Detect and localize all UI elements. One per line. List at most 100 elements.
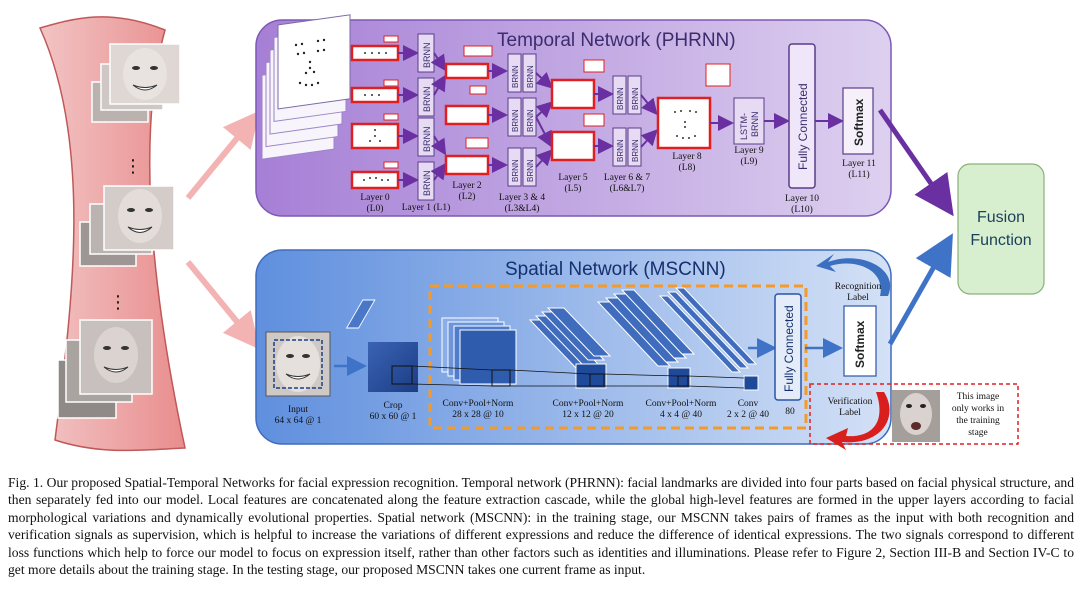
layer8-box: [656, 96, 712, 150]
conv-stack-4-plates: [658, 287, 759, 391]
recognition-arrow: [816, 254, 891, 296]
svg-text:Fully Connected: Fully Connected: [782, 305, 796, 392]
svg-text:BRNN: BRNN: [631, 87, 640, 110]
layer5-boxes: [550, 78, 596, 162]
svg-text:BRNN: BRNN: [422, 42, 432, 68]
label-conv4: Conv: [738, 399, 759, 409]
svg-text:BRNN: BRNN: [750, 111, 760, 137]
svg-text:BRNN: BRNN: [631, 139, 640, 162]
label-l1: Layer 1 (L1): [402, 202, 451, 213]
figure-diagram: ⋮ ⋮ Temporal Network (PHRNN): [38, 14, 1045, 452]
svg-text:Label: Label: [847, 293, 869, 303]
label-l34: Layer 3 & 4: [499, 193, 545, 203]
layer0-arrows: [398, 45, 419, 188]
label-l5: Layer 5: [558, 173, 588, 183]
layer2-arrows: [488, 63, 508, 173]
svg-text:(L9): (L9): [741, 156, 758, 167]
svg-text:28 x 28 @ 10: 28 x 28 @ 10: [452, 410, 504, 420]
label-l11: Layer 11: [842, 159, 876, 169]
face-frames-bottom: [57, 319, 153, 419]
svg-text:4 x 4 @ 40: 4 x 4 @ 40: [660, 410, 702, 420]
label-l9: Layer 9: [734, 146, 764, 156]
label-l67: Layer 6 & 7: [604, 173, 650, 183]
label-input: Input: [288, 405, 308, 415]
svg-text:Softmax: Softmax: [852, 98, 866, 146]
svg-text:Fully Connected: Fully Connected: [796, 83, 810, 170]
svg-text:12 x 12 @ 20: 12 x 12 @ 20: [562, 410, 614, 420]
svg-text:2 x 2 @ 40: 2 x 2 @ 40: [727, 410, 769, 420]
svg-text:Softmax: Softmax: [853, 320, 867, 368]
temporal-fc-block: [788, 43, 816, 189]
spatial-network-panel: Spatial Network (MSCNN) Crop 60 x 60 @ 1…: [255, 249, 892, 445]
svg-text:BRNN: BRNN: [526, 109, 535, 132]
arrow-to-spatial: [185, 260, 260, 350]
svg-text:Label: Label: [839, 408, 861, 418]
verification-box: Verification Label This image only works…: [809, 383, 1019, 450]
layer2-small-boxes: [463, 45, 493, 149]
ellipsis-1: ⋮: [124, 156, 142, 177]
temporal-title: Temporal Network (PHRNN): [497, 30, 736, 51]
arrow-to-temporal: [185, 110, 260, 200]
svg-text:LSTM-: LSTM-: [739, 113, 749, 140]
temporal-network-panel: Temporal Network (PHRNN): [255, 14, 892, 217]
conv-stack-3-plates: [596, 289, 696, 389]
svg-text:(L8): (L8): [679, 162, 696, 173]
spatial-softmax-block: [843, 305, 877, 377]
training-note: This image: [957, 392, 999, 402]
landmark-frames-stack: [261, 14, 351, 160]
label-conv2: Conv+Pool+Norm: [553, 399, 624, 409]
verification-arrow: [826, 392, 890, 450]
svg-text:stage: stage: [968, 428, 988, 438]
spatial-input-face: [265, 331, 331, 397]
label-verification: Verification: [828, 396, 873, 407]
svg-text:Function: Function: [970, 232, 1031, 249]
face-frames-middle: [79, 185, 175, 267]
ellipsis-2: ⋮: [109, 292, 127, 313]
svg-text:(L5): (L5): [565, 183, 582, 194]
svg-text:64 x 64 @ 1: 64 x 64 @ 1: [275, 416, 322, 426]
svg-text:BRNN: BRNN: [511, 159, 520, 182]
svg-text:BRNN: BRNN: [511, 65, 520, 88]
svg-text:only works in: only works in: [952, 404, 1005, 414]
conv-stack-2: [345, 299, 376, 329]
svg-text:(L11): (L11): [848, 169, 869, 180]
layer1-arrows: [430, 52, 447, 181]
label-crop: Crop: [384, 401, 403, 411]
spatial-title: Spatial Network (MSCNN): [505, 259, 726, 280]
receptive-field-lines: [411, 365, 745, 389]
layer67-brnn-blocks: [612, 75, 642, 167]
face-frames-top: [91, 43, 181, 123]
svg-text:(L2): (L2): [459, 191, 476, 202]
label-l2: Layer 2: [452, 181, 482, 191]
label-l8: Layer 8: [672, 152, 702, 162]
svg-text:60 x 60 @ 1: 60 x 60 @ 1: [370, 412, 417, 422]
spatial-fc-block: [774, 293, 802, 401]
svg-text:BRNN: BRNN: [422, 126, 432, 152]
arrow-temporal-to-fusion: [877, 108, 954, 217]
svg-text:Fusion: Fusion: [977, 209, 1025, 226]
layer67-arrows: [640, 94, 658, 148]
label-conv3: Conv+Pool+Norm: [646, 399, 717, 409]
svg-text:BRNN: BRNN: [616, 139, 625, 162]
input-sequence-strip: ⋮ ⋮: [38, 16, 186, 452]
conv-stack-1: [441, 317, 517, 387]
svg-text:(L0): (L0): [367, 203, 384, 214]
fusion-function-block: Fusion Function: [957, 163, 1045, 295]
layer5-small-boxes: [583, 59, 605, 127]
svg-text:(L6&L7): (L6&L7): [610, 183, 645, 194]
layer0-landmarks: [363, 52, 389, 181]
svg-text:BRNN: BRNN: [526, 159, 535, 182]
svg-text:BRNN: BRNN: [616, 87, 625, 110]
svg-text:(L10): (L10): [791, 204, 813, 215]
layer0-small-boxes: [383, 35, 399, 169]
svg-text:BRNN: BRNN: [422, 170, 432, 196]
label-conv1: Conv+Pool+Norm: [443, 399, 514, 409]
layer34-brnn-blocks: [507, 53, 537, 187]
svg-text:the training: the training: [956, 416, 1000, 426]
conv-stack-2-plates: [528, 307, 612, 389]
figure-caption: Fig. 1. Our proposed Spatial-Temporal Ne…: [8, 475, 1074, 578]
svg-text:BRNN: BRNN: [526, 65, 535, 88]
svg-text:(L3&L4): (L3&L4): [505, 203, 540, 214]
layer1-brnn-blocks: BRNN BRNN BRNN BRNN: [417, 33, 435, 201]
label-l10: Layer 10: [785, 194, 819, 204]
